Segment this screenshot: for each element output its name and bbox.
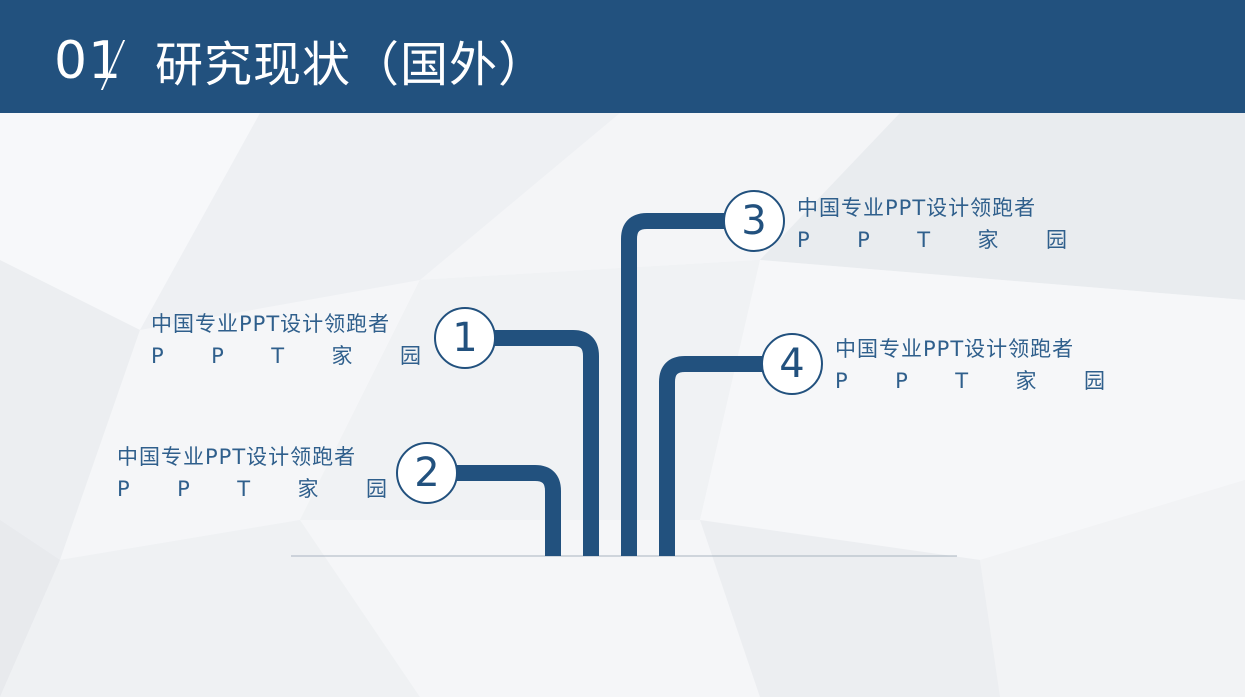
branch-3 <box>621 213 725 556</box>
node-3-number: 3 <box>741 198 767 244</box>
node-4-line1: 中国专业PPT设计领跑者 <box>835 337 1075 361</box>
branch-4 <box>659 356 763 556</box>
node-3-text: 中国专业PPT设计领跑者 P P T 家 园 <box>797 193 1067 257</box>
section-number: 01 <box>54 31 123 91</box>
node-1-text: 中国专业PPT设计领跑者 P P T 家 园 <box>151 309 421 373</box>
node-1-number: 1 <box>452 315 478 361</box>
node-3-line2: P P T 家 园 <box>797 228 1067 252</box>
node-4-line2: P P T 家 园 <box>835 369 1105 393</box>
branch-2 <box>456 465 561 556</box>
node-2-text: 中国专业PPT设计领跑者 P P T 家 园 <box>117 442 387 506</box>
node-3-badge: 3 <box>723 190 785 252</box>
node-2-line1: 中国专业PPT设计领跑者 <box>117 445 357 469</box>
page-title: 研究现状（国外） <box>155 37 548 93</box>
node-4-number: 4 <box>779 341 805 387</box>
branch-1 <box>491 330 599 556</box>
header-bar: 01 研究现状（国外） <box>0 0 1245 113</box>
node-1-line2: P P T 家 园 <box>151 344 421 368</box>
node-2-badge: 2 <box>396 442 458 504</box>
node-1-line1: 中国专业PPT设计领跑者 <box>151 312 391 336</box>
node-4-badge: 4 <box>761 333 823 395</box>
node-1-badge: 1 <box>434 307 496 369</box>
node-4-text: 中国专业PPT设计领跑者 P P T 家 园 <box>835 334 1105 398</box>
node-2-line2: P P T 家 园 <box>117 477 387 501</box>
node-3-line1: 中国专业PPT设计领跑者 <box>797 196 1037 220</box>
node-2-number: 2 <box>414 450 440 496</box>
